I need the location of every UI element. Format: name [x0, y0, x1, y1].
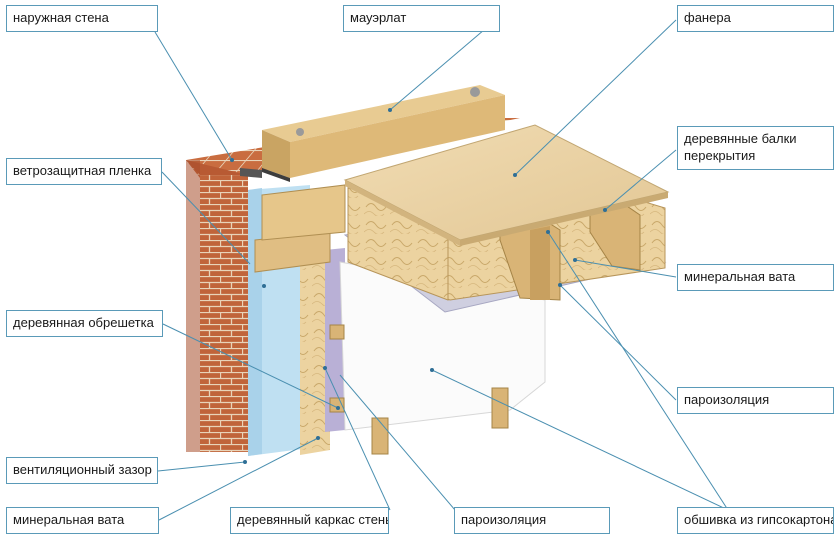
- label-outer-wall: наружная стена: [6, 5, 158, 32]
- label-plywood: фанера: [677, 5, 834, 32]
- label-vapor-barrier-right: пароизоляция: [677, 387, 834, 414]
- wall-vapor-barrier: [325, 248, 345, 432]
- leader-dots: [230, 108, 607, 464]
- waterproof-strip: [262, 168, 290, 182]
- label-drywall: обшивка из гипсокартона: [677, 507, 834, 534]
- label-wall-frame: деревянный каркас стены: [230, 507, 389, 534]
- label-wind-film: ветрозащитная пленка: [6, 158, 162, 185]
- label-mineral-wool-right: минеральная вата: [677, 264, 834, 291]
- wall-frame-studs: [329, 324, 509, 455]
- label-lathing: деревянная обрешетка: [6, 310, 163, 337]
- floor-beam-ends: [254, 184, 346, 273]
- wall-mineral-wool: [300, 245, 330, 455]
- label-vent-gap: вентиляционный зазор: [6, 457, 158, 484]
- waterproof-strip-2: [240, 168, 262, 178]
- label-mineral-wool-left: минеральная вата: [6, 507, 159, 534]
- mauerlat-beam: [262, 85, 505, 178]
- label-floor-beams: деревянные балки перекрытия: [677, 126, 834, 170]
- label-mauerlat: мауэрлат: [343, 5, 500, 32]
- label-vapor-barrier-bottom: пароизоляция: [454, 507, 610, 534]
- plywood-sheet: [343, 124, 670, 246]
- leader-lines: [154, 17, 729, 521]
